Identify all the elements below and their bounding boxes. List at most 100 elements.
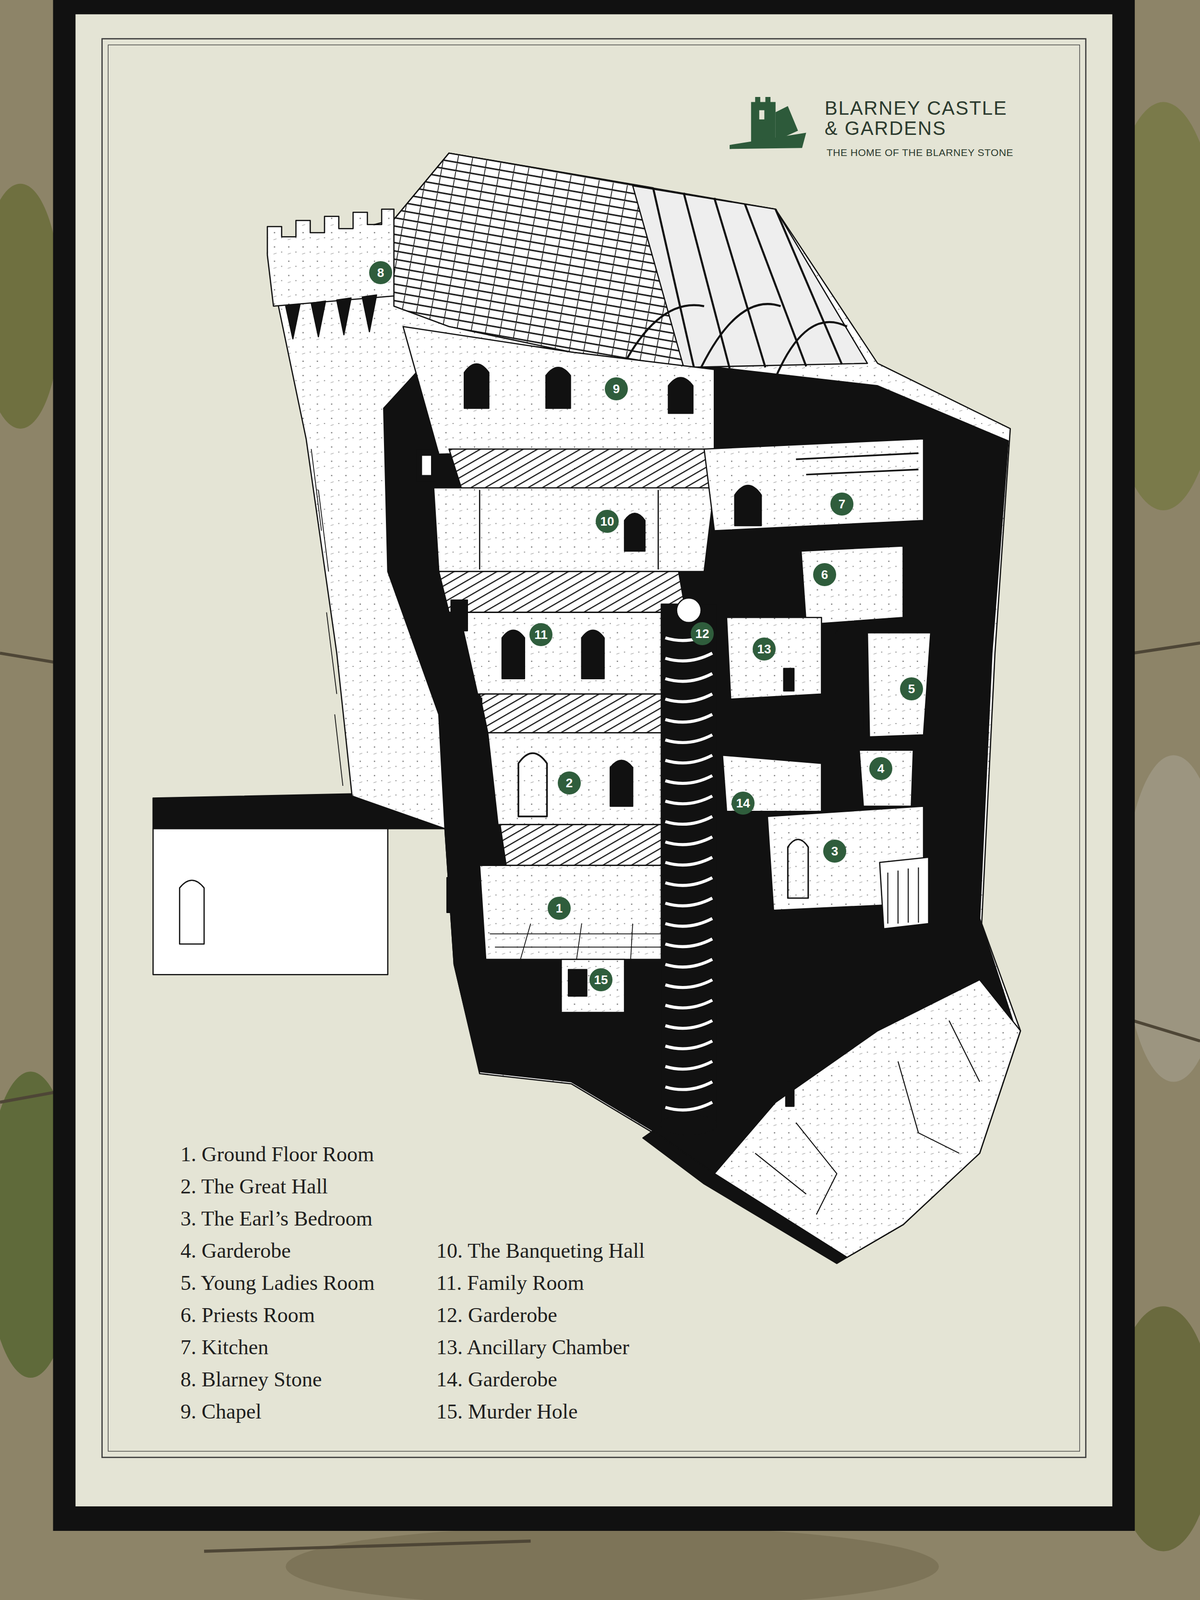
castle-drawing	[153, 153, 1021, 1264]
callout-circle: 7	[830, 492, 854, 516]
room-window	[624, 513, 646, 552]
legend-entry: 15. Murder Hole	[436, 1398, 578, 1425]
legend-entry: 12. Garderobe	[436, 1302, 558, 1329]
room-window	[783, 668, 794, 692]
callout-circle: 10	[595, 509, 619, 533]
panel-border	[108, 45, 1080, 1452]
roof-rafters	[744, 204, 807, 367]
chapel-room	[403, 326, 715, 455]
callout-circle: 6	[813, 563, 837, 587]
title-text: BLARNEY CASTLE & GARDENS	[824, 97, 1020, 139]
rock-window	[785, 1081, 794, 1107]
crevice	[642, 1130, 847, 1264]
machicolations	[362, 294, 377, 332]
kitchen-room	[704, 438, 924, 531]
callout-number: 1	[555, 901, 563, 915]
young-ladies-room	[867, 632, 931, 737]
callout-number: 2	[565, 776, 573, 790]
legend-entry: 1. Ground Floor Room	[180, 1141, 374, 1168]
stone-wall	[204, 1540, 531, 1551]
floor-slab	[479, 694, 670, 733]
stone-wall	[0, 653, 62, 664]
garderobe-room	[859, 750, 914, 807]
castle-logo	[729, 96, 806, 149]
wall-shading	[311, 448, 343, 786]
legend-entry: 8. Blarney Stone	[180, 1366, 323, 1393]
roof-rafters	[775, 322, 848, 378]
legend-entry: 7. Kitchen	[180, 1334, 269, 1361]
callout-number: 7	[838, 497, 846, 511]
kitchen-beams	[795, 453, 919, 475]
great-hall	[487, 732, 664, 825]
room-door	[787, 839, 809, 899]
callout-circle: 5	[900, 677, 924, 701]
callout-number: 6	[821, 568, 828, 581]
murder-hole-room	[561, 959, 625, 1013]
outer-window	[421, 455, 432, 476]
callout-number: 5	[908, 682, 915, 696]
floor-slab	[500, 824, 669, 866]
kitchen-window	[734, 485, 762, 526]
machicolations	[336, 298, 352, 336]
stair-steps	[665, 632, 713, 1110]
legend-entry: 6. Priests Room	[180, 1302, 315, 1329]
callout-circle: 2	[557, 771, 581, 795]
murder-hole-window	[568, 969, 587, 996]
legend-entry: 9. Chapel	[180, 1398, 262, 1425]
room-window	[610, 760, 633, 807]
tall-window	[834, 621, 864, 730]
annex-door	[179, 880, 204, 945]
ground-floor-room	[479, 865, 664, 960]
callout-number: 14	[736, 796, 751, 810]
callout-number: 8	[377, 266, 384, 279]
callout-number: 4	[877, 762, 885, 775]
spiral-stair	[661, 1114, 717, 1136]
legend-entry: 2. The Great Hall	[180, 1173, 328, 1200]
stair-top	[676, 598, 702, 623]
floor-slab	[438, 571, 686, 613]
callout-circle: 1	[547, 896, 571, 920]
room-window	[502, 630, 525, 679]
rock-cracks	[755, 1020, 980, 1215]
priests-room	[801, 545, 904, 625]
callout-circle: 13	[752, 637, 776, 661]
stone-wall	[1132, 1020, 1200, 1042]
subtitle-text: THE HOME OF THE BLARNEY STONE	[826, 146, 1014, 159]
legend-entry: 3. The Earl’s Bedroom	[180, 1205, 373, 1232]
balcony-rails	[888, 867, 919, 924]
outer-window	[465, 697, 482, 731]
garderobe-room	[722, 755, 822, 812]
machicolations	[311, 300, 326, 337]
chapel-window	[668, 377, 694, 414]
stone-wall	[1132, 642, 1200, 653]
callout-number: 3	[831, 844, 839, 858]
callout-circle: 12	[690, 622, 714, 646]
family-room	[459, 612, 664, 695]
panel-border	[102, 38, 1086, 1458]
callout-circle: 11	[529, 623, 553, 647]
roof-rafters	[775, 209, 842, 365]
legend-entry: 11. Family Room	[436, 1270, 585, 1296]
callout-circle: 3	[823, 839, 847, 863]
callout-number: 15	[594, 973, 609, 986]
room-window	[581, 630, 605, 679]
castle-logo	[751, 96, 776, 145]
callout-circle: 4	[869, 756, 893, 780]
spiral-stair	[661, 604, 717, 1128]
stone-wall	[285, 1525, 939, 1600]
picture-frame	[53, 0, 1136, 1531]
banqueting-room	[433, 487, 715, 572]
callout-number: 9	[612, 382, 620, 396]
roof-rafters	[612, 187, 848, 388]
sign-panel	[75, 14, 1113, 1507]
callout-number: 10	[600, 515, 615, 528]
outer-window	[451, 600, 468, 631]
legend-entry: 13. Ancillary Chamber	[436, 1334, 630, 1361]
callout-circle: 14	[731, 791, 755, 815]
legend-entry: 5. Young Ladies Room	[180, 1270, 375, 1296]
roof-rafters	[653, 187, 695, 368]
